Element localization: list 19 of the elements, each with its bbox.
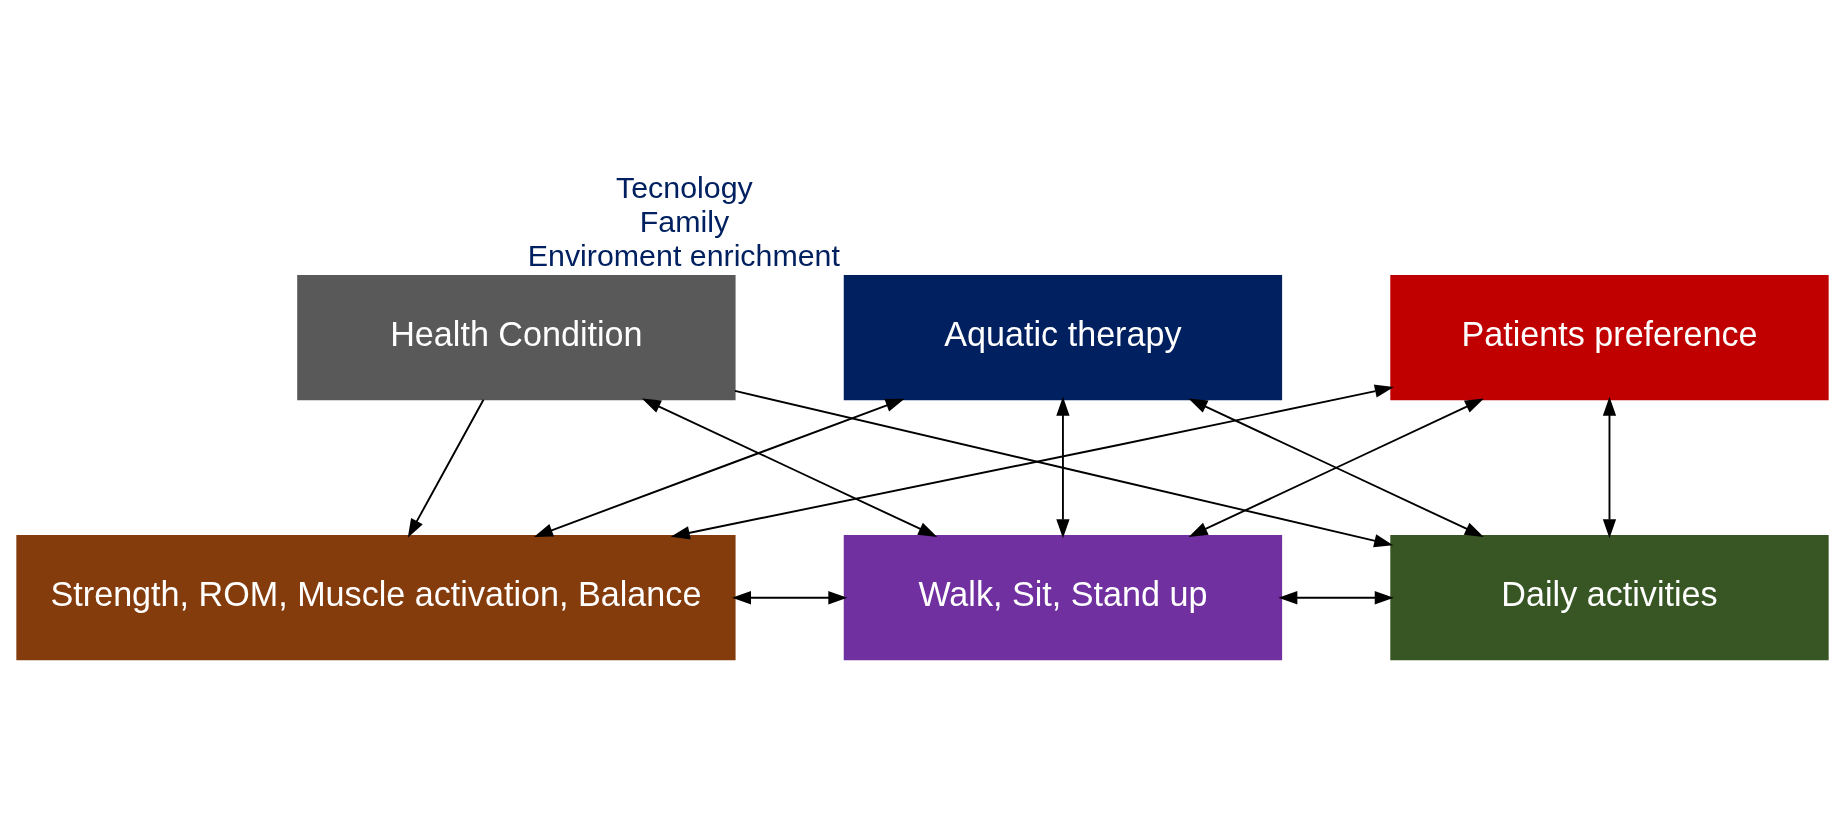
arrow bbox=[1188, 398, 1484, 537]
arrow bbox=[732, 590, 848, 604]
arrow bbox=[533, 398, 905, 537]
node-box: Strength, ROM, Muscle activation, Balance bbox=[16, 534, 736, 660]
arrow bbox=[1056, 396, 1070, 538]
node-label: Enviroment enrichment bbox=[527, 238, 840, 272]
arrow bbox=[407, 398, 485, 538]
node-label: Family bbox=[639, 204, 730, 238]
node-box: Patients preference bbox=[1390, 274, 1829, 400]
arrow bbox=[1602, 396, 1617, 538]
node-box: Aquatic therapy bbox=[843, 274, 1283, 400]
arrow bbox=[641, 398, 938, 537]
node-box: Daily activities bbox=[1390, 534, 1829, 660]
node-label: Tecnology bbox=[616, 170, 753, 204]
arrow bbox=[1278, 590, 1394, 604]
arrow bbox=[670, 384, 1394, 539]
node-box: Walk, Sit, Stand up bbox=[843, 534, 1283, 660]
arrow bbox=[734, 389, 1394, 547]
node-box: Health Condition bbox=[297, 274, 736, 400]
